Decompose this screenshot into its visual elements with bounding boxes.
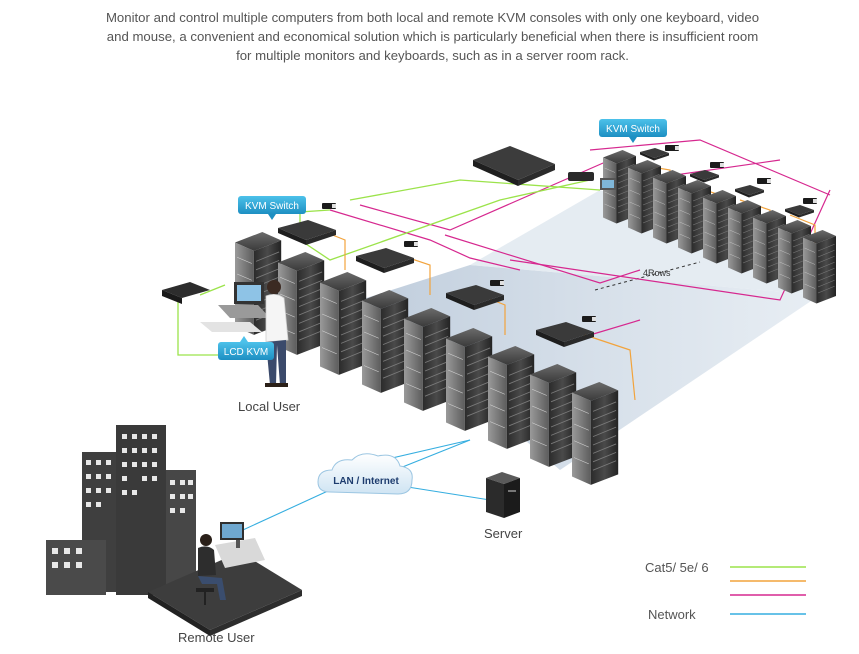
kvm-switch-badge-right: KVM Switch bbox=[599, 119, 667, 143]
lan-internet-cloud: LAN / Internet bbox=[317, 453, 413, 495]
remote-user-label: Remote User bbox=[178, 630, 255, 645]
remote-user-desk-floor bbox=[148, 552, 302, 636]
kvm-switch-badge-right-label: KVM Switch bbox=[606, 124, 660, 135]
legend: Cat5/ 5e/ 6 Network bbox=[645, 560, 806, 622]
rows-indicator-line bbox=[594, 261, 701, 291]
lcd-kvm-badge: LCD KVM bbox=[218, 336, 274, 360]
lcd-kvm-console bbox=[162, 282, 270, 332]
master-kvm-switch bbox=[473, 146, 555, 186]
cloud-label: LAN / Internet bbox=[333, 476, 399, 487]
legend-cable-label: Cat5/ 5e/ 6 bbox=[645, 560, 709, 575]
legend-network-label: Network bbox=[648, 607, 696, 622]
lcd-kvm-badge-label: LCD KVM bbox=[224, 347, 268, 358]
kvm-switch-badge-left: KVM Switch bbox=[238, 196, 306, 220]
local-user-label: Local User bbox=[238, 399, 301, 414]
rows-label: 4Rows bbox=[643, 268, 671, 278]
remote-console-device bbox=[568, 172, 616, 190]
local-user-figure bbox=[265, 280, 289, 387]
server-tower bbox=[486, 472, 520, 518]
network-lines bbox=[231, 439, 491, 536]
intro-text: Monitor and control multiple computers f… bbox=[105, 10, 760, 63]
remote-user-figure bbox=[196, 534, 226, 605]
green-cables bbox=[177, 179, 601, 356]
office-buildings bbox=[46, 425, 196, 595]
server-label: Server bbox=[484, 526, 523, 541]
remote-user-workstation bbox=[215, 522, 265, 568]
kvm-switch-badge-left-label: KVM Switch bbox=[245, 201, 299, 212]
row-floor-highlight bbox=[360, 265, 820, 470]
